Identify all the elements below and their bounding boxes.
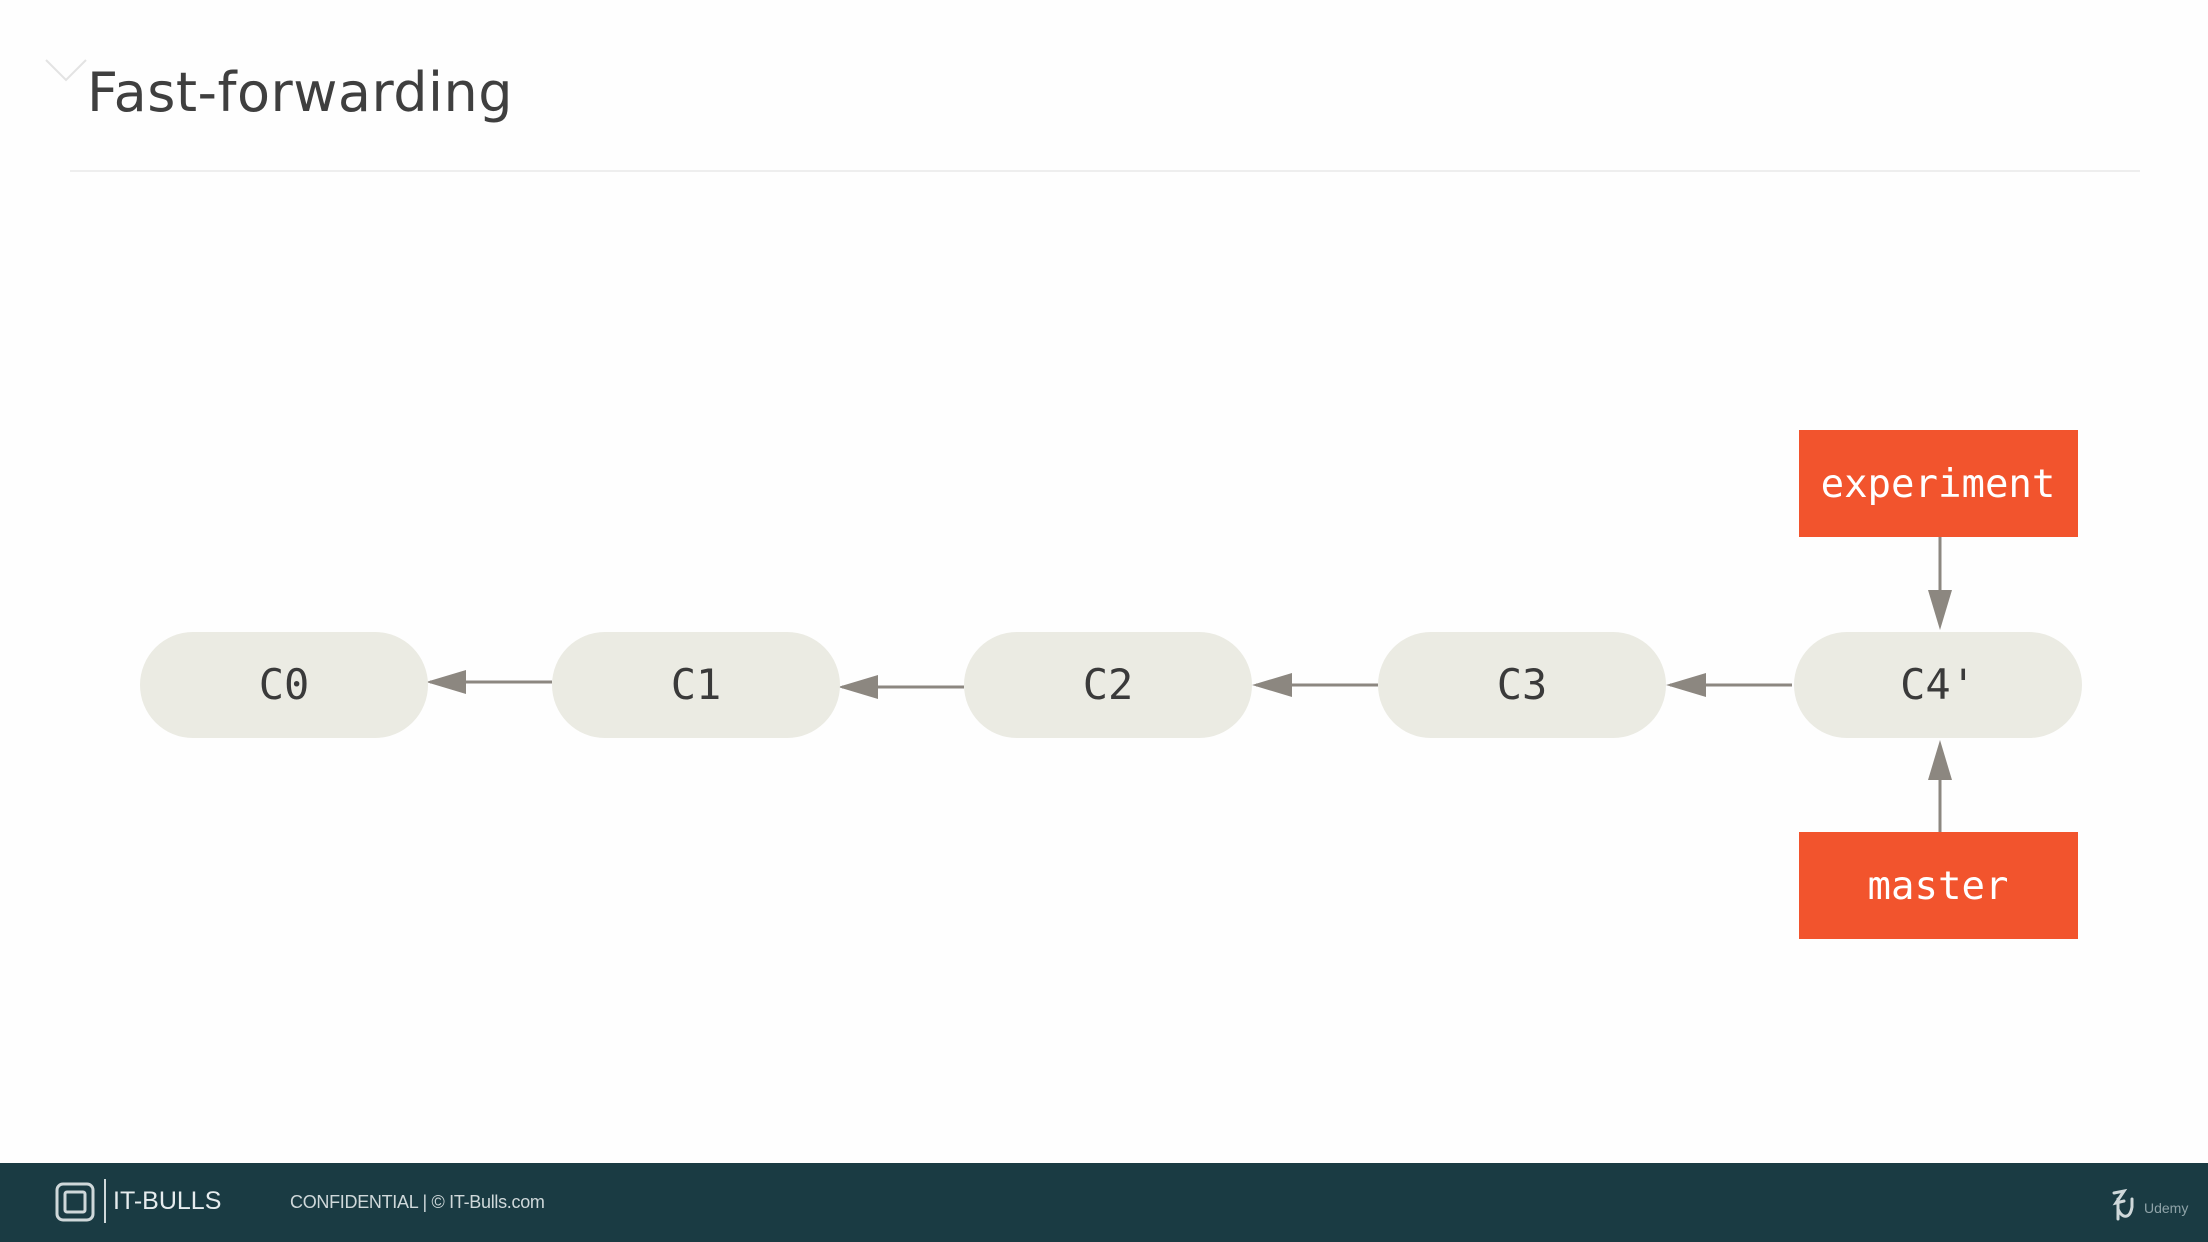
arrowhead-c2-to-c1: [838, 675, 878, 699]
it-bulls-logo-icon: [55, 1182, 95, 1222]
chevron-down-icon: [45, 59, 87, 82]
commit-c4-prime: C4': [1794, 632, 2082, 738]
commit-label: C0: [259, 660, 310, 709]
branch-label-master: master: [1868, 864, 2009, 909]
arrowhead-master-to-c4: [1928, 740, 1952, 780]
arrowhead-c3-to-c2: [1252, 673, 1292, 697]
logo-divider: [104, 1179, 106, 1223]
branch-master: master: [1799, 832, 2078, 939]
commit-diagram: C0 C1 C2 C3 C4' experiment master: [140, 430, 2082, 939]
slide-title: Fast-forwarding: [87, 61, 514, 124]
commit-label: C2: [1083, 660, 1134, 709]
footer-bar: IT-BULLS CONFIDENTIAL | © IT-Bulls.com U…: [0, 1163, 2208, 1242]
branch-label-experiment: experiment: [1821, 462, 2056, 507]
commit-arrows: [426, 670, 1792, 699]
commit-c1: C1: [552, 632, 840, 738]
udemy-logo-icon: Udemy: [2112, 1188, 2188, 1221]
title-divider: [70, 170, 2140, 172]
branch-experiment: experiment: [1799, 430, 2078, 537]
udemy-wordmark: Udemy: [2144, 1200, 2188, 1216]
commit-c0: C0: [140, 632, 428, 738]
commit-label: C4': [1900, 660, 1976, 709]
commit-c2: C2: [964, 632, 1252, 738]
footer-brand: IT-BULLS: [113, 1187, 222, 1215]
commit-label: C1: [671, 660, 722, 709]
commit-label: C3: [1497, 660, 1548, 709]
arrowhead-c4-to-c3: [1666, 673, 1706, 697]
arrowhead-c1-to-c0: [426, 670, 466, 694]
commit-c3: C3: [1378, 632, 1666, 738]
branch-arrows: [1928, 537, 1952, 832]
arrowhead-experiment-to-c4: [1928, 590, 1952, 630]
footer-confidential-note: CONFIDENTIAL | © IT-Bulls.com: [290, 1192, 545, 1212]
